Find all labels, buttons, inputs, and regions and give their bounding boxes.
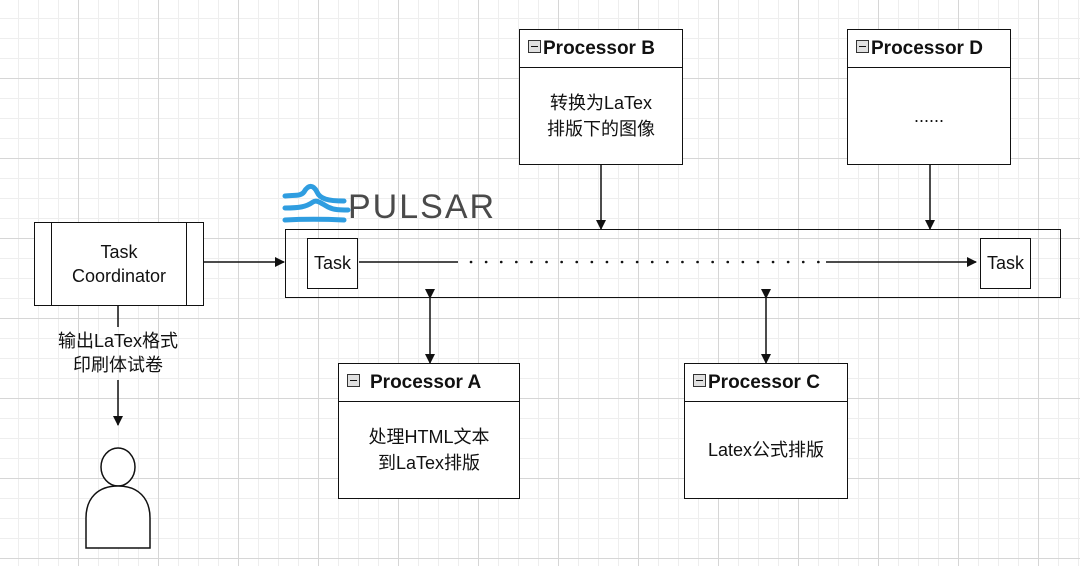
processor-d: Processor D ...... bbox=[847, 29, 1011, 165]
pulsar-bus bbox=[285, 229, 1061, 298]
processor-b-title: Processor B bbox=[543, 37, 655, 59]
task-left-label: Task bbox=[313, 253, 351, 273]
processor-b-desc-line1: 转换为LaTex bbox=[549, 93, 653, 113]
processor-b-header: Processor B bbox=[520, 30, 682, 68]
coordinator-label-line2: Coordinator bbox=[71, 266, 167, 286]
pulsar-wave-icon bbox=[282, 183, 351, 223]
coordinator-label-line1: Task bbox=[100, 242, 138, 262]
processor-a-desc-line1: 处理HTML文本 bbox=[368, 427, 490, 447]
processor-b: Processor B 转换为LaTex 排版下的图像 bbox=[519, 29, 683, 165]
pulsar-logo: PULSAR bbox=[282, 180, 497, 230]
processor-a-desc-line2: 到LaTex排版 bbox=[377, 453, 481, 473]
output-note-line2: 印刷体试卷 bbox=[73, 355, 163, 375]
collapse-icon[interactable] bbox=[693, 374, 706, 387]
processor-a-header: Processor A bbox=[339, 364, 519, 402]
processor-a-title: Processor A bbox=[370, 371, 482, 393]
processor-d-desc: ...... bbox=[913, 106, 944, 126]
processor-d-title: Processor D bbox=[871, 37, 983, 59]
task-right-label: Task bbox=[986, 253, 1024, 273]
processor-c: Processor C Latex公式排版 bbox=[684, 363, 848, 499]
processor-a: Processor A 处理HTML文本 到LaTex排版 bbox=[338, 363, 520, 499]
collapse-icon[interactable] bbox=[347, 374, 360, 387]
processor-b-desc-line2: 排版下的图像 bbox=[547, 119, 655, 139]
output-note: 输出LaTex格式 印刷体试卷 bbox=[40, 329, 196, 379]
user-icon bbox=[85, 447, 151, 549]
task-coordinator: Task Coordinator bbox=[34, 222, 204, 306]
collapse-icon[interactable] bbox=[528, 40, 541, 53]
processor-c-title: Processor C bbox=[708, 371, 820, 393]
processor-c-header: Processor C bbox=[685, 364, 847, 402]
output-note-line1: 输出LaTex格式 bbox=[57, 331, 179, 351]
collapse-icon[interactable] bbox=[856, 40, 869, 53]
processor-d-header: Processor D bbox=[848, 30, 1010, 68]
task-left: Task bbox=[307, 238, 358, 289]
task-right: Task bbox=[980, 238, 1031, 289]
pulsar-logo-text: PULSAR bbox=[348, 188, 497, 226]
processor-c-desc: Latex公式排版 bbox=[707, 440, 825, 460]
